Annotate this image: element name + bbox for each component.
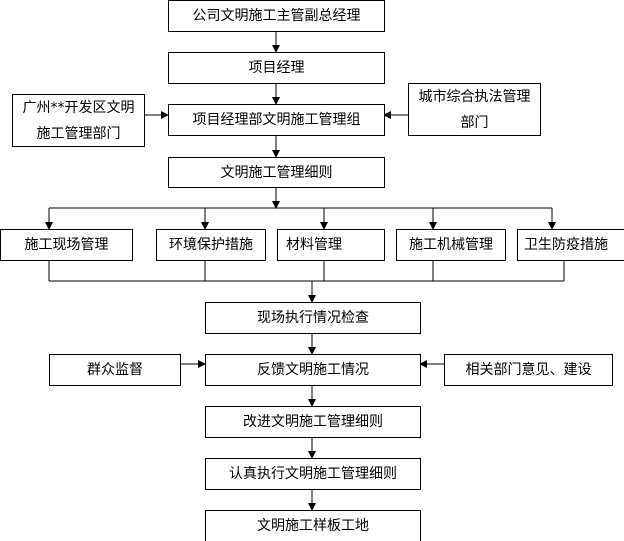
node-model-site: 文明施工样板工地 <box>205 510 421 541</box>
node-site-management: 施工现场管理 <box>0 229 133 261</box>
node-feedback: 反馈文明施工情况 <box>205 354 421 386</box>
node-materials: 材料管理 <box>277 229 385 261</box>
node-vice-general-manager: 公司文明施工主管副总经理 <box>168 0 385 32</box>
node-related-opinions: 相关部门意见、建设 <box>444 354 613 386</box>
node-district-dept: 广州**开发区文明施工管理部门 <box>12 94 145 147</box>
node-rules: 文明施工管理细则 <box>168 157 385 188</box>
node-improve-rules: 改进文明施工管理细则 <box>205 406 421 438</box>
node-machinery: 施工机械管理 <box>396 229 506 261</box>
node-hygiene: 卫生防疫措施 <box>517 229 624 261</box>
node-management-group: 项目经理部文明施工管理组 <box>168 104 385 136</box>
node-public-supervision: 群众监督 <box>49 354 181 386</box>
node-execute-rules: 认真执行文明施工管理细则 <box>205 458 421 490</box>
node-project-manager: 项目经理 <box>168 52 385 84</box>
node-city-enforcement-dept: 城市综合执法管理部门 <box>408 83 541 136</box>
node-environment-protection: 环境保护措施 <box>156 229 266 261</box>
node-site-inspection: 现场执行情况检查 <box>205 302 421 334</box>
